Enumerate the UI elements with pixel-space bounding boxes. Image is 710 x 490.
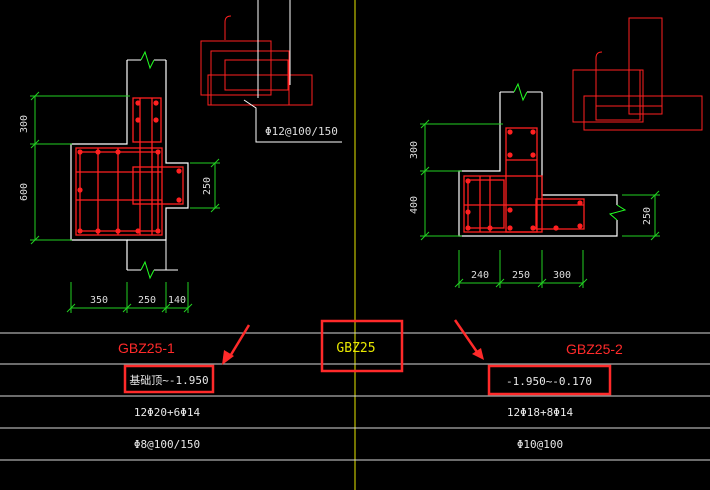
right-arrow-head	[472, 348, 484, 360]
right-arrow	[453, 319, 479, 353]
left-title: GBZ25-1	[118, 340, 175, 356]
center-title: GBZ25	[336, 341, 375, 356]
table-grid	[0, 332, 710, 461]
left-dim-300: 300	[19, 115, 30, 133]
right-dim-250: 250	[512, 270, 530, 281]
left-dim-140: 140	[168, 295, 186, 306]
right-longitudinal-rebar: 12Φ18+8Φ14	[507, 406, 574, 419]
left-arrow-head	[222, 350, 234, 365]
right-elevation-box	[487, 364, 612, 396]
right-dim-250-right: 250	[642, 207, 653, 225]
left-elevation: 基础顶~-1.950	[129, 374, 208, 387]
left-section: 300 600 250 350 250 140 Φ12@100/150	[19, 0, 342, 313]
right-section: 300 400 250 240 250 300	[409, 17, 703, 288]
left-arrow	[227, 324, 251, 359]
center-title-box	[320, 319, 404, 373]
left-elevation-box	[123, 364, 215, 394]
right-elevation: -1.950~-0.170	[506, 375, 592, 388]
left-dim-600: 600	[19, 183, 30, 201]
right-dim-400: 400	[409, 196, 420, 214]
left-stirrups: Φ8@100/150	[134, 438, 200, 451]
left-leader-note: Φ12@100/150	[265, 125, 338, 138]
left-dim-350: 350	[90, 295, 108, 306]
left-dim-250: 250	[138, 295, 156, 306]
left-longitudinal-rebar: 12Φ20+6Φ14	[134, 406, 201, 419]
right-stirrups: Φ10@100	[517, 438, 563, 451]
right-title: GBZ25-2	[566, 341, 623, 357]
left-dim-250-right: 250	[202, 177, 213, 195]
right-dim-300-bottom: 300	[553, 270, 571, 281]
right-dim-240: 240	[471, 270, 489, 281]
right-dim-300: 300	[409, 141, 420, 159]
